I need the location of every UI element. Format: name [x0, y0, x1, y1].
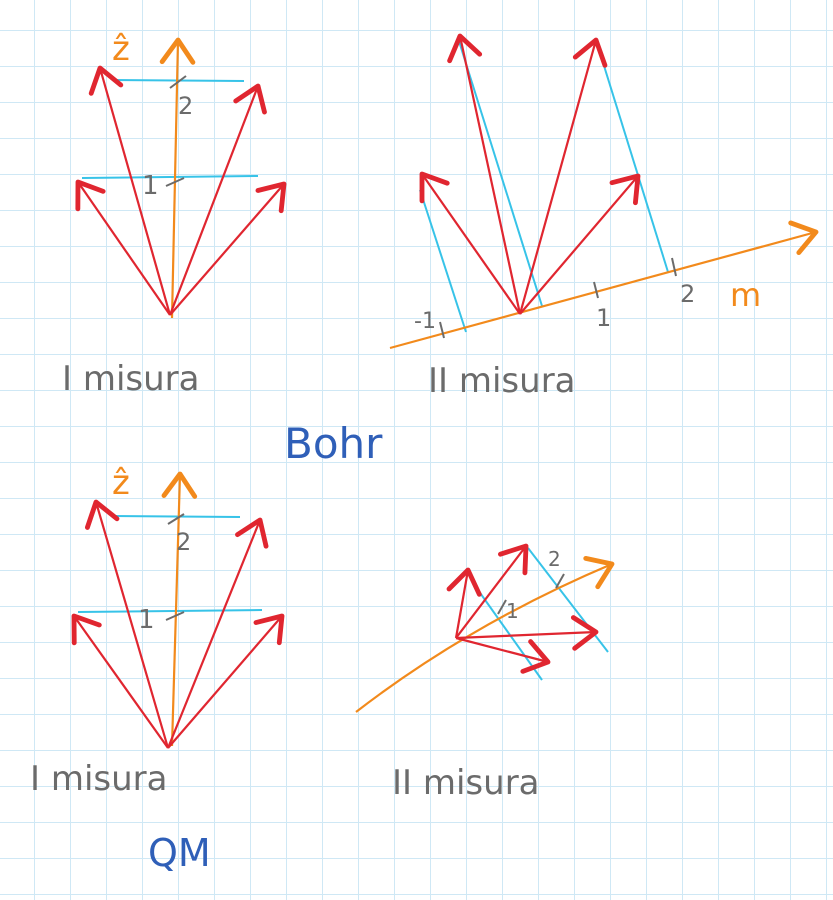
tick-mark	[167, 513, 185, 525]
vector	[455, 636, 551, 674]
qm-first-measure-diagram: ẑ 2 1 I misura	[30, 463, 285, 799]
m-axis-label: m	[730, 276, 761, 314]
tick-label-1: 1	[506, 599, 519, 623]
vector	[168, 83, 267, 316]
vector	[519, 173, 641, 315]
vector	[447, 33, 522, 315]
tick-mark	[165, 611, 185, 621]
m-axis	[389, 220, 819, 350]
bohr-title: Bohr	[284, 419, 383, 468]
qm-title: QM	[148, 831, 211, 875]
vector	[446, 567, 482, 639]
vector	[518, 37, 608, 315]
projection-line	[527, 547, 609, 653]
first-measure-label: I misura	[62, 359, 199, 399]
vector	[169, 181, 287, 316]
vector	[455, 543, 529, 639]
vector	[167, 613, 285, 749]
tick-mark	[671, 257, 677, 277]
tick-mark	[593, 281, 599, 299]
second-measure-label: II misura	[428, 361, 576, 401]
tick-label-1: 1	[142, 171, 159, 201]
z-axis-label: ẑ	[112, 463, 130, 503]
tick-mark	[439, 321, 445, 339]
tick-label-1: 1	[138, 605, 155, 635]
vector	[75, 179, 171, 316]
projection-line	[457, 37, 543, 307]
tick-mark	[497, 599, 507, 615]
tick-label-2: 2	[176, 528, 191, 556]
tick-label-2: 2	[178, 92, 193, 120]
tick-mark	[555, 573, 565, 589]
vector	[419, 171, 521, 315]
bohr-second-measure-diagram: -1 1 2 m II misura	[389, 33, 819, 401]
tick-mark	[169, 75, 187, 89]
qm-second-measure-diagram: 1 2 II misura	[355, 543, 615, 803]
level-1-line	[77, 609, 263, 613]
projection-line	[419, 189, 467, 333]
vector	[88, 65, 172, 316]
bohr-first-measure-diagram: ẑ 2 1 I misura	[62, 29, 287, 399]
z-axis	[159, 37, 196, 319]
vector	[166, 517, 269, 749]
tick-label-minus-1: -1	[414, 309, 436, 334]
first-measure-label: I misura	[30, 759, 167, 799]
z-axis-label: ẑ	[112, 29, 130, 69]
second-measure-label: II misura	[392, 763, 540, 803]
vector	[84, 499, 170, 749]
vector	[455, 615, 599, 651]
tick-label-1: 1	[596, 304, 611, 332]
tick-label-2: 2	[680, 280, 695, 308]
tick-label-2: 2	[548, 547, 561, 571]
projection-line	[595, 39, 669, 273]
tick-mark	[165, 177, 185, 187]
level-2-line	[111, 515, 241, 518]
z-axis	[161, 471, 198, 747]
vector	[71, 613, 169, 749]
level-1-line	[81, 175, 259, 179]
m-axis	[355, 555, 615, 713]
